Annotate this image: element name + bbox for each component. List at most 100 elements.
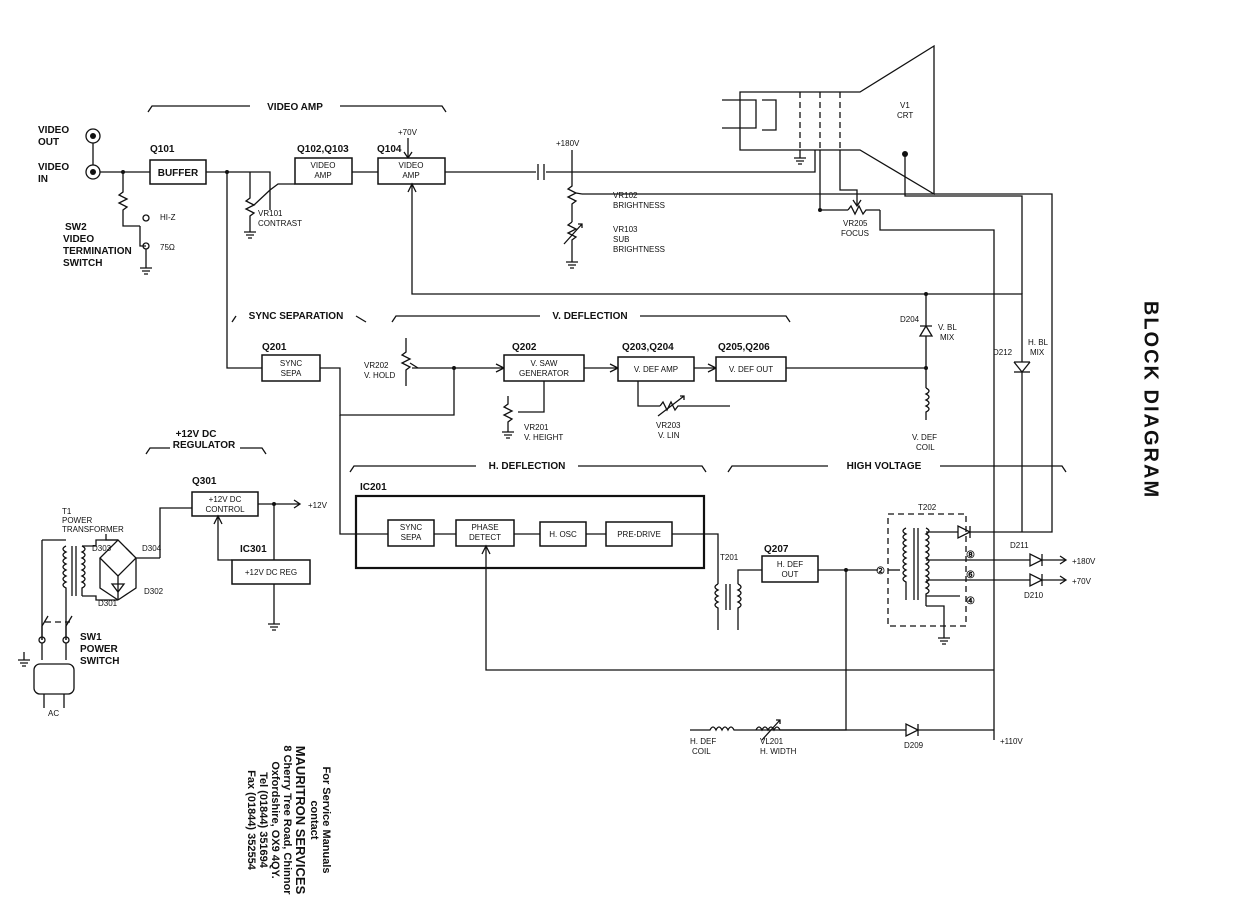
plus-70v-top: +70V bbox=[398, 128, 418, 137]
pre-drive-label: PRE-DRIVE bbox=[617, 530, 661, 539]
sync-sepa-label: SYNC bbox=[280, 359, 302, 368]
75-ohm-label: 75Ω bbox=[160, 243, 175, 252]
brightness-section: +180V VR102 BRIGHTNESS VR103 SUB BRIGHTN… bbox=[556, 139, 1053, 320]
video-out-label-2: OUT bbox=[38, 137, 59, 148]
q203-ref: Q203,Q204 bbox=[622, 342, 674, 353]
v-def-coil-label-2: COIL bbox=[916, 443, 935, 452]
section-h-deflection: H. DEFLECTION bbox=[489, 461, 566, 472]
d211-label: D211 bbox=[1010, 541, 1029, 550]
d303-label: D303 bbox=[92, 544, 112, 553]
ac-label: AC bbox=[48, 709, 59, 718]
vr102-label-2: BRIGHTNESS bbox=[613, 201, 665, 210]
ac-plug-icon bbox=[33, 663, 75, 695]
sw1-label-2: POWER bbox=[80, 644, 119, 655]
phase-detect-block bbox=[455, 519, 515, 547]
pin8-label: ⑧ bbox=[966, 550, 975, 561]
sw1-label-3: SWITCH bbox=[80, 656, 119, 667]
vr101-label-2: CONTRAST bbox=[258, 219, 302, 228]
d204-label-3: MIX bbox=[940, 333, 955, 342]
d204-label-2: V. BL bbox=[938, 323, 957, 332]
d212-label: D212 bbox=[993, 348, 1013, 357]
vr202-label-2: V. HOLD bbox=[364, 371, 395, 380]
vr201-label-2: V. HEIGHT bbox=[524, 433, 563, 442]
v-def-out-block bbox=[715, 356, 787, 382]
d212-label-3: MIX bbox=[1030, 348, 1045, 357]
ic-sync-label: SYNC bbox=[400, 523, 422, 532]
v-def-amp-block bbox=[617, 356, 695, 382]
v-deflection: VR202 V. HOLD Q202 V. SAW GENERATOR VR20… bbox=[364, 292, 1049, 532]
v-saw-gen-label-2: GENERATOR bbox=[519, 369, 569, 378]
service-note-l6: Tel (01844) 351694 bbox=[257, 772, 269, 868]
d209-label: D209 bbox=[904, 741, 924, 750]
q301-ref: Q301 bbox=[192, 476, 217, 487]
pin6-label: ⑥ bbox=[966, 570, 975, 581]
plus-180v-out: +180V bbox=[1072, 557, 1096, 566]
d212-label-2: H. BL bbox=[1028, 338, 1049, 347]
video-amp-2-block bbox=[377, 157, 446, 185]
section-high-voltage: HIGH VOLTAGE bbox=[847, 461, 922, 472]
h-def-out-block bbox=[761, 555, 819, 583]
video-connectors: VIDEO OUT VIDEO IN HI-Z 75Ω SW2 VIDEO TE… bbox=[38, 125, 176, 275]
h-def-out-label-2: OUT bbox=[782, 570, 799, 579]
sync-separation: Q201 SYNC SEPA bbox=[226, 172, 455, 535]
plus-180v-top: +180V bbox=[556, 139, 580, 148]
d304-label: D304 bbox=[142, 544, 162, 553]
q102-ref: Q102,Q103 bbox=[297, 144, 349, 155]
ic-sync-label-2: SEPA bbox=[401, 533, 422, 542]
d204-label: D204 bbox=[900, 315, 920, 324]
section-regulator-l1: +12V DC bbox=[176, 429, 217, 440]
q202-ref: Q202 bbox=[512, 342, 537, 353]
v-def-amp-label: V. DEF AMP bbox=[634, 365, 678, 374]
d301-label: D301 bbox=[98, 599, 118, 608]
section-regulator-l2: REGULATOR bbox=[173, 440, 236, 451]
video-out-label: VIDEO bbox=[38, 125, 69, 136]
block-diagram: VIDEO AMP SYNC SEPARATION V. DEFLECTION … bbox=[18, 44, 1162, 895]
power-supply: T1 POWER TRANSFORMER D303 D304 D301 D302… bbox=[18, 476, 328, 718]
q101-ref: Q101 bbox=[150, 144, 175, 155]
flyback: T202 ② D211 ⑧ +180V ⑥ +70V D210 ④ bbox=[876, 320, 1096, 645]
vr102-label: VR102 bbox=[613, 191, 638, 200]
d302-label: D302 bbox=[144, 587, 164, 596]
v1-label: V1 bbox=[900, 101, 910, 110]
vr103-label-2: SUB bbox=[613, 235, 629, 244]
dc-reg-label: +12V DC REG bbox=[245, 568, 297, 577]
vr205-label-2: FOCUS bbox=[841, 229, 869, 238]
v-def-out-label: V. DEF OUT bbox=[729, 365, 773, 374]
h-def-out-label: H. DEF bbox=[777, 560, 803, 569]
video-amp-1-label-2: AMP bbox=[314, 171, 331, 180]
video-amp-1-block bbox=[294, 157, 353, 185]
h-output: T201 Q207 H. DEF OUT bbox=[714, 544, 878, 731]
section-v-deflection: V. DEFLECTION bbox=[552, 311, 627, 322]
vr103-label-3: BRIGHTNESS bbox=[613, 245, 665, 254]
vr202-label: VR202 bbox=[364, 361, 389, 370]
ic301-ref: IC301 bbox=[240, 544, 267, 555]
h-def-coil-label-2: COIL bbox=[692, 747, 711, 756]
t1-label-3: TRANSFORMER bbox=[62, 525, 124, 534]
sw2-label: SW2 bbox=[65, 222, 87, 233]
video-amp-2-label: VIDEO bbox=[399, 161, 424, 170]
vr205-label: VR205 bbox=[843, 219, 868, 228]
t202-label: T202 bbox=[918, 503, 937, 512]
video-amp-2-label-2: AMP bbox=[402, 171, 419, 180]
h-def-coil-label: H. DEF bbox=[690, 737, 716, 746]
dc-control-label: +12V DC bbox=[209, 495, 242, 504]
section-sync-separation: SYNC SEPARATION bbox=[249, 311, 344, 322]
block-diagram-title: BLOCK DIAGRAM bbox=[1139, 300, 1162, 500]
v-def-coil-label: V. DEF bbox=[912, 433, 937, 442]
plus-12v-label: +12V bbox=[308, 501, 328, 510]
pin4-label: ④ bbox=[966, 596, 975, 607]
vl201-label-2: H. WIDTH bbox=[760, 747, 797, 756]
video-amp-1-label: VIDEO bbox=[311, 161, 336, 170]
q201-ref: Q201 bbox=[262, 342, 287, 353]
v1-label-2: CRT bbox=[897, 111, 913, 120]
service-note-l5: Oxfordshire, OX9 4QY. bbox=[269, 761, 281, 879]
dc-control-label-2: CONTROL bbox=[205, 505, 245, 514]
v-saw-gen-label: V. SAW bbox=[531, 359, 558, 368]
buffer-label: BUFFER bbox=[158, 168, 199, 179]
video-in-label: VIDEO bbox=[38, 162, 69, 173]
q205-ref: Q205,Q206 bbox=[718, 342, 770, 353]
plus-70v-out: +70V bbox=[1072, 577, 1092, 586]
ic201-ref: IC201 bbox=[360, 482, 387, 493]
video-amp-chain: Q101 BUFFER VR101 CONTRAST Q102,Q103 VID… bbox=[149, 128, 1023, 362]
t1-label-2: POWER bbox=[62, 516, 92, 525]
